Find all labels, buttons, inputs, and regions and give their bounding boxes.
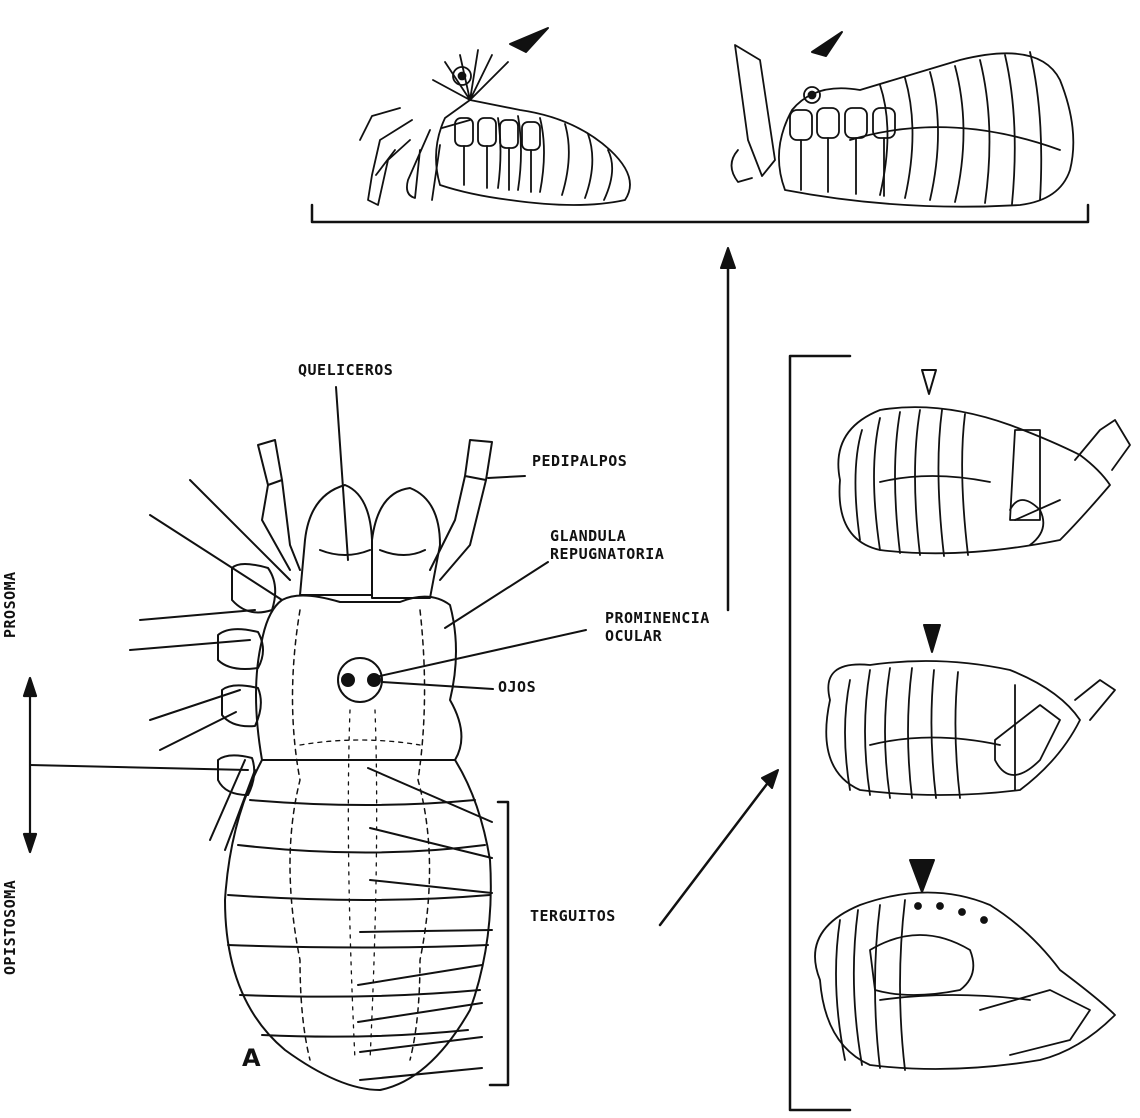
arrowhead-top-left	[510, 28, 548, 52]
terguitos-bracket	[490, 802, 508, 1085]
label-terguitos: TERGUITOS	[530, 908, 616, 925]
label-prominencia: PROMINENCIA	[605, 610, 710, 627]
right-bracket	[790, 356, 850, 1110]
label-ocular: OCULAR	[605, 628, 662, 645]
right-view-3	[815, 893, 1115, 1071]
right-view-2	[826, 661, 1115, 798]
arrowhead-right-1	[922, 370, 936, 394]
top-bracket	[312, 205, 1088, 222]
arrow-to-right-views	[660, 770, 778, 925]
panel-label-a: A	[242, 1050, 261, 1067]
label-pedipalpos: PEDIPALPOS	[532, 453, 627, 470]
label-queliceros: QUELICEROS	[298, 362, 393, 379]
main-mite-body	[130, 440, 492, 1090]
arrow-to-top-views	[721, 248, 735, 610]
label-glandula: GLANDULA	[550, 528, 626, 545]
label-repugnatoria: REPUGNATORIA	[550, 546, 664, 563]
right-view-1	[838, 407, 1130, 556]
arrowhead-right-3	[910, 860, 934, 892]
label-opistosoma: OPISTOSOMA	[2, 880, 19, 975]
leader-lines	[30, 387, 586, 1080]
top-lateral-view-left	[360, 50, 630, 205]
label-ojos: OJOS	[498, 679, 536, 696]
arrowhead-top-right	[812, 32, 842, 56]
top-lateral-view-right	[732, 45, 1074, 207]
arrowhead-right-2	[924, 625, 940, 652]
label-prosoma: PROSOMA	[2, 571, 19, 638]
